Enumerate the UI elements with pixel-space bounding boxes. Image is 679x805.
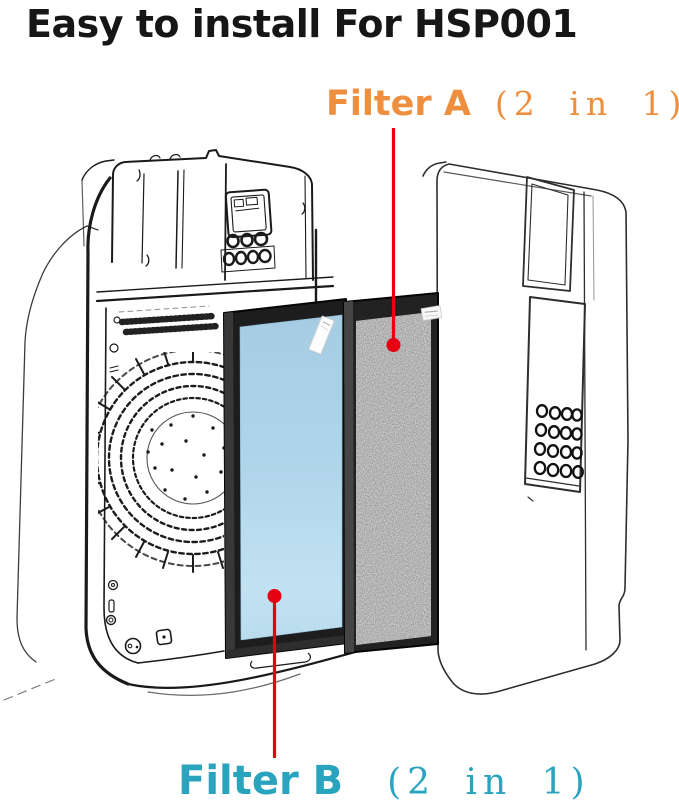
leader-dot-filter-a <box>386 338 401 352</box>
filter-a-label-qualifier: (2 in 1) <box>494 84 679 123</box>
filter-a-label-name: Filter A <box>326 84 471 124</box>
callout-leaders <box>267 128 401 758</box>
fan-grille <box>98 352 224 573</box>
leader-dot-filter-b <box>267 589 282 603</box>
filter-b-label-name: Filter B <box>178 758 344 804</box>
control-buttons <box>220 231 276 273</box>
filter-b-graphic <box>223 298 348 669</box>
control-panel-module <box>111 149 314 281</box>
fan-hub-circle <box>146 411 224 505</box>
filter-b-label-qualifier: (2 in 1) <box>387 762 591 803</box>
filter-a-sticker <box>420 305 443 322</box>
filter-a-label: Filter A (2 in 1) <box>326 84 679 124</box>
fastener-details <box>105 343 173 655</box>
display-screen <box>224 188 273 239</box>
handle-recess <box>522 176 575 292</box>
filter-a-graphic <box>343 292 443 654</box>
purifier-front-slab <box>3 225 99 701</box>
back-cover-panel <box>422 161 629 695</box>
filter-b-label: Filter B (2 in 1) <box>178 758 591 804</box>
vent-holes-grid <box>524 296 586 502</box>
filter-b-sticker <box>308 315 335 355</box>
fan-hub-dots <box>146 414 224 501</box>
air-vent-slots <box>113 305 222 336</box>
page-title: Easy to install For HSP001 <box>26 2 578 46</box>
filter-a-media <box>356 312 431 645</box>
filter-b-media <box>239 314 343 641</box>
purifier-body-back-view <box>81 149 422 696</box>
